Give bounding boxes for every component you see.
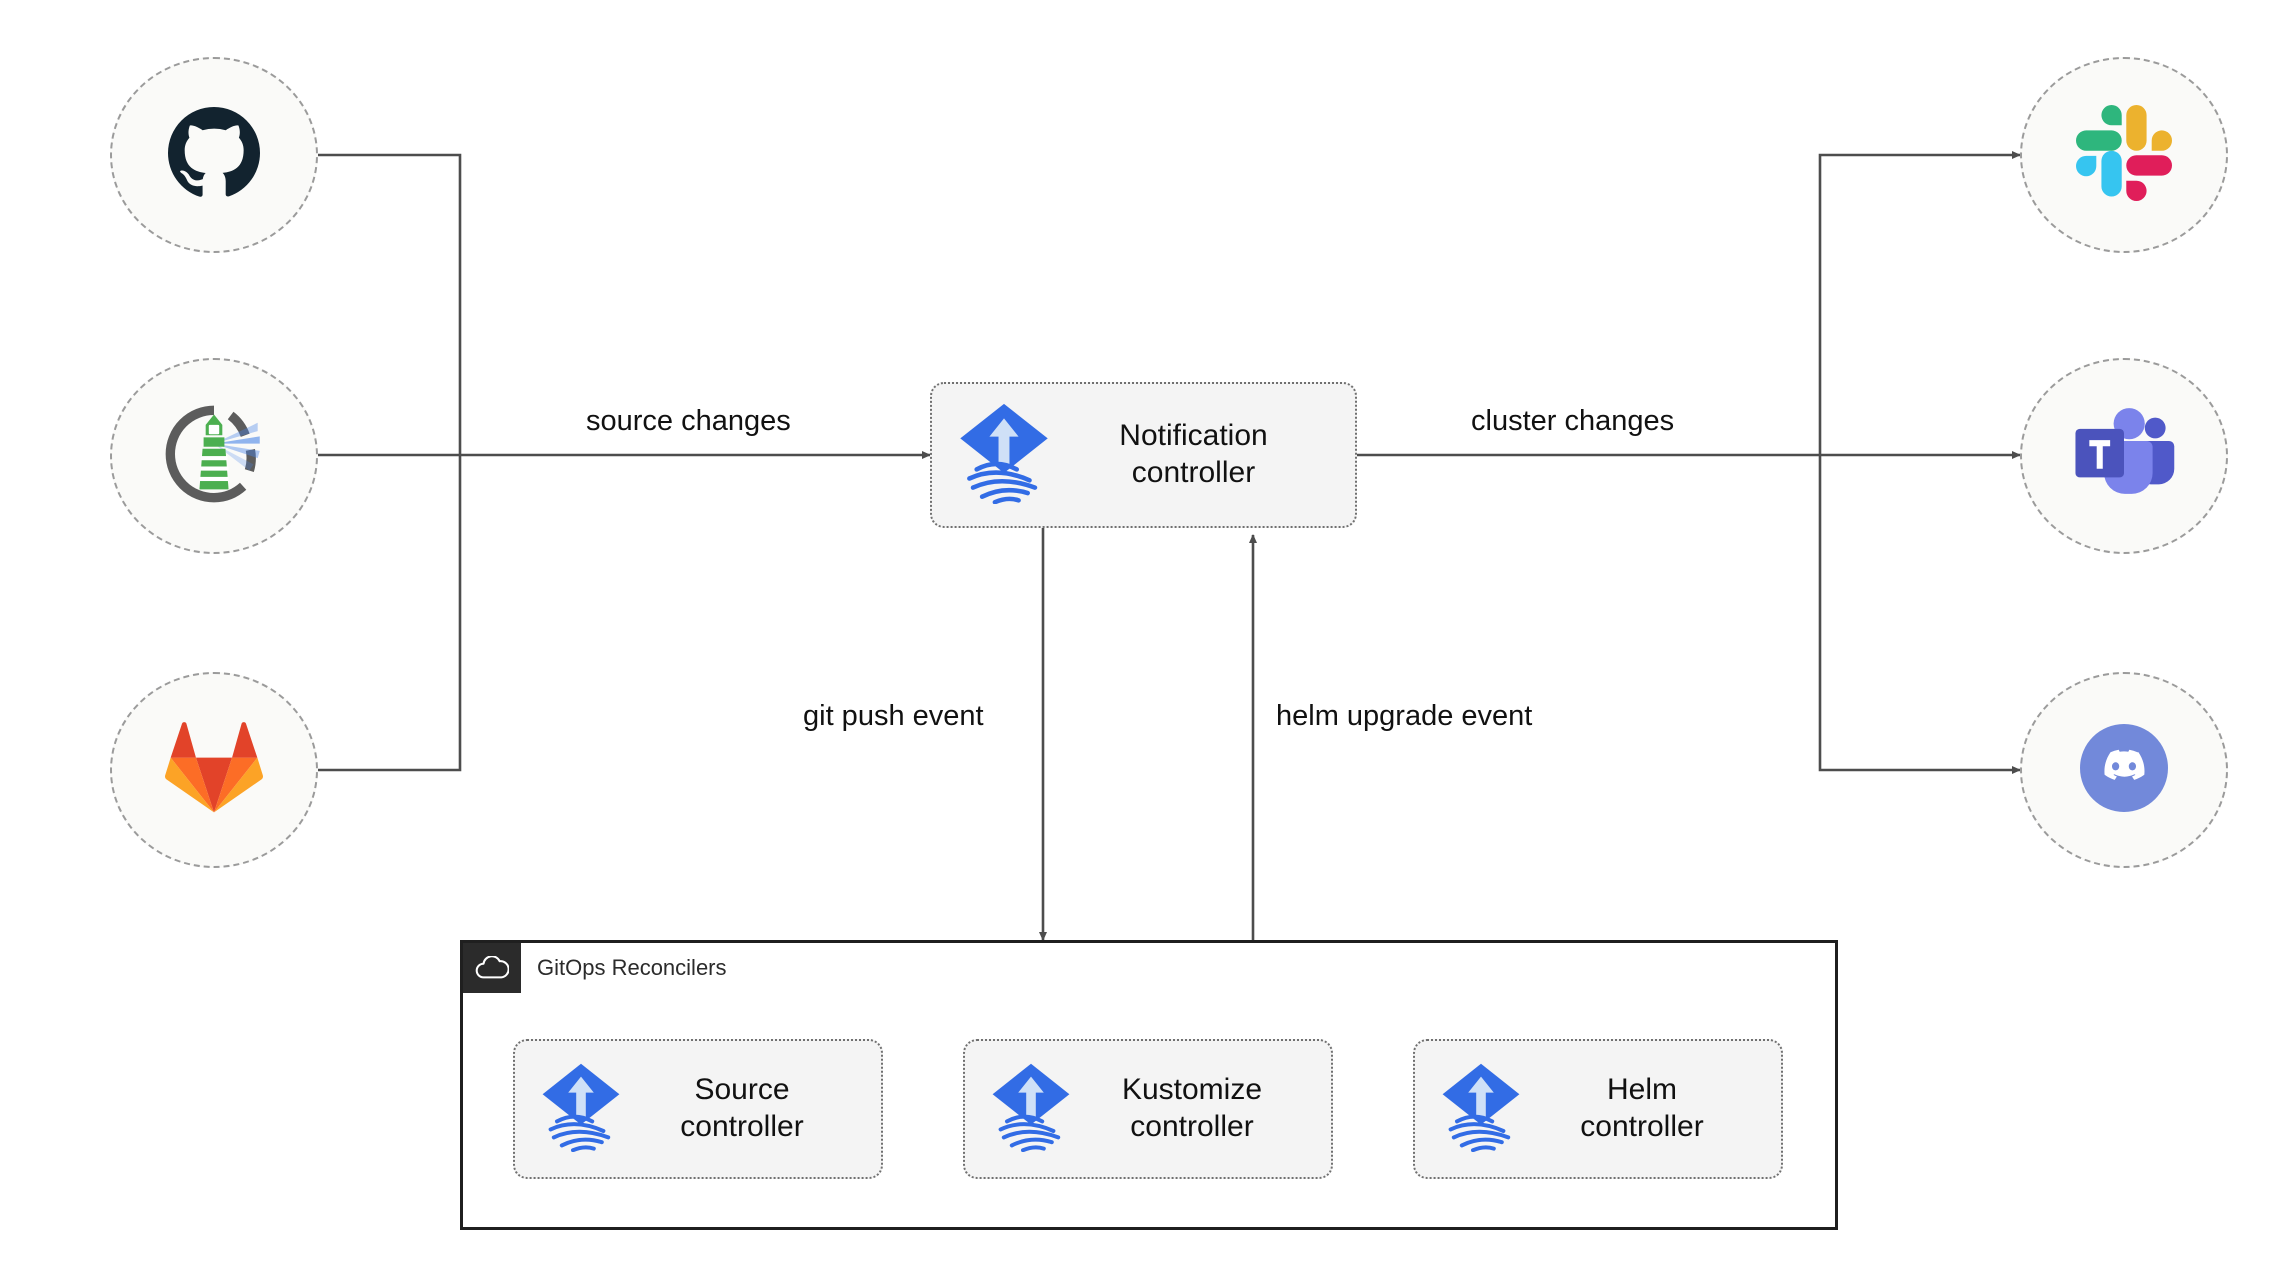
edge-gitlab-to-bus <box>318 455 462 772</box>
flux-icon <box>1441 1062 1521 1157</box>
edge-label-helm-upgrade-event: helm upgrade event <box>1268 700 1541 733</box>
gitops-reconcilers-title: GitOps Reconcilers <box>537 955 727 980</box>
edge-label-source-changes: source changes <box>578 405 799 438</box>
helm-controller-box[interactable]: Helm controller <box>1413 1039 1783 1179</box>
helm-controller-label: Helm controller <box>1580 1073 1704 1143</box>
github-icon <box>166 105 262 206</box>
gitlab-icon <box>165 721 263 820</box>
cloud-icon <box>463 943 521 993</box>
discord-icon <box>2074 718 2174 823</box>
edge-github-to-bus <box>318 153 462 455</box>
source-node-github[interactable] <box>110 57 318 253</box>
edge-label-git-push-event: git push event <box>795 700 992 733</box>
destination-node-discord[interactable] <box>2020 672 2228 868</box>
source-node-gitlab[interactable] <box>110 672 318 868</box>
source-node-harbor[interactable] <box>110 358 318 554</box>
edge-bus-to-discord <box>1818 455 2021 774</box>
harbor-icon <box>162 402 266 511</box>
notification-controller-label: Notification controller <box>1119 419 1268 489</box>
flux-icon <box>991 1062 1071 1157</box>
source-controller-box[interactable]: Source controller <box>513 1039 883 1179</box>
destination-node-slack[interactable] <box>2020 57 2228 253</box>
destination-node-teams[interactable] <box>2020 358 2228 554</box>
edge-bus-to-slack <box>1818 151 2021 455</box>
flux-icon <box>541 1062 621 1157</box>
source-controller-label: Source controller <box>680 1073 804 1143</box>
flux-icon <box>958 402 1050 509</box>
kustomize-controller-label: Kustomize controller <box>1121 1073 1263 1143</box>
gitops-reconcilers-container: GitOps Reconcilers Source controller <box>460 940 1838 1230</box>
ms-teams-icon <box>2072 406 2176 507</box>
slack-icon <box>2076 104 2172 206</box>
kustomize-controller-box[interactable]: Kustomize controller <box>963 1039 1333 1179</box>
edge-label-cluster-changes: cluster changes <box>1463 405 1683 438</box>
notification-controller-box[interactable]: Notification controller <box>930 382 1357 528</box>
